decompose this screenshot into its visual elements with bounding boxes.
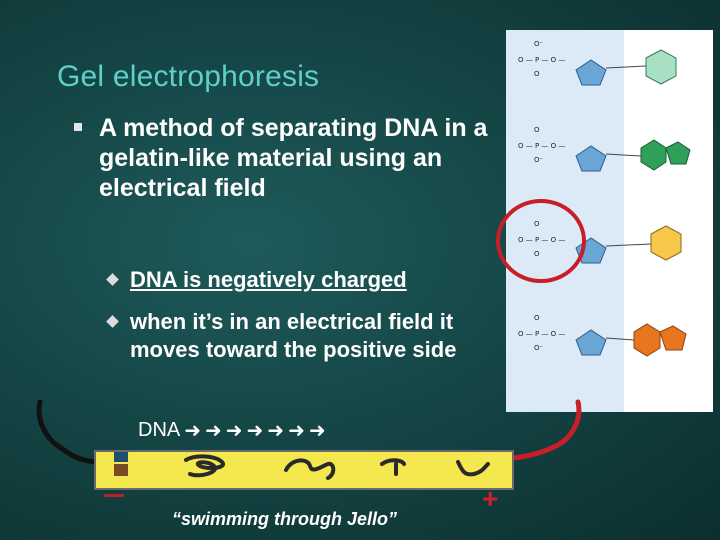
arrow-right-icon: ➜ (184, 420, 201, 442)
dna-fragment-medium (284, 458, 336, 480)
nucleotide-4: O O — P — O — O⁻ (518, 314, 687, 357)
svg-text:O: O (534, 220, 540, 228)
svg-text:O⁻: O⁻ (534, 40, 544, 48)
well-bottom (114, 464, 128, 476)
arrow-right-icon: ➜ (288, 420, 305, 442)
main-bullet-text: A method of separating DNA in a gelatin-… (99, 114, 488, 202)
dna-fragment-smallest (456, 460, 490, 477)
slide-title: Gel electrophoresis (57, 60, 320, 93)
caption: “swimming through Jello” (172, 509, 398, 529)
sub-bullet-1: DNA is negatively charged (106, 266, 498, 294)
dna-fragment-small (380, 458, 406, 476)
negative-terminal (104, 494, 124, 497)
arrow-right-icon: ➜ (205, 420, 222, 442)
arrow-right-icon: ➜ (246, 420, 264, 442)
arrow-right-icon: ➜ (267, 420, 285, 442)
nucleotide-diagram: O⁻ O — P — O — O O O — P — O — O⁻ O O — … (506, 30, 713, 412)
sub-bullet-2: when it’s in an electrical field it move… (106, 308, 498, 364)
well-top (114, 452, 128, 462)
positive-terminal: + (482, 483, 499, 514)
negative-wire (36, 399, 99, 465)
gel-bands (114, 452, 490, 480)
dna-fragment-large (184, 454, 226, 478)
dna-label: DNA (138, 419, 181, 441)
square-bullet-icon (74, 123, 82, 131)
sub-bullet-text: DNA is negatively charged (130, 267, 407, 292)
main-bullet: A method of separating DNA in a gelatin-… (74, 113, 494, 203)
dna-direction-row: DNA ➜ ➜ ➜ ➜ ➜ ➜ ➜ (138, 418, 326, 443)
nucleotide-1: O⁻ O — P — O — O (518, 40, 677, 86)
svg-text:O: O (534, 250, 540, 258)
svg-text:O — P — O —: O — P — O — (518, 56, 565, 64)
svg-text:O: O (534, 314, 540, 322)
gel-box (94, 450, 514, 490)
arrow-right-icon: ➜ (308, 420, 326, 442)
svg-text:O⁻: O⁻ (534, 344, 544, 352)
nucleotide-2: O O — P — O — O⁻ (518, 126, 691, 172)
nucleotide-diagram-svg: O⁻ O — P — O — O O O — P — O — O⁻ O O — … (506, 30, 691, 412)
svg-text:O — P — O —: O — P — O — (518, 142, 565, 150)
svg-text:O: O (534, 126, 540, 134)
highlight-circle (496, 199, 586, 283)
sub-bullet-text: when it’s in an electrical field it move… (130, 309, 457, 362)
svg-text:O: O (534, 70, 540, 78)
svg-text:O — P — O —: O — P — O — (518, 330, 565, 338)
arrow-right-icon: ➜ (225, 420, 243, 442)
positive-wire (511, 399, 582, 461)
svg-text:O⁻: O⁻ (534, 156, 544, 164)
svg-text:O — P — O —: O — P — O — (518, 236, 565, 244)
